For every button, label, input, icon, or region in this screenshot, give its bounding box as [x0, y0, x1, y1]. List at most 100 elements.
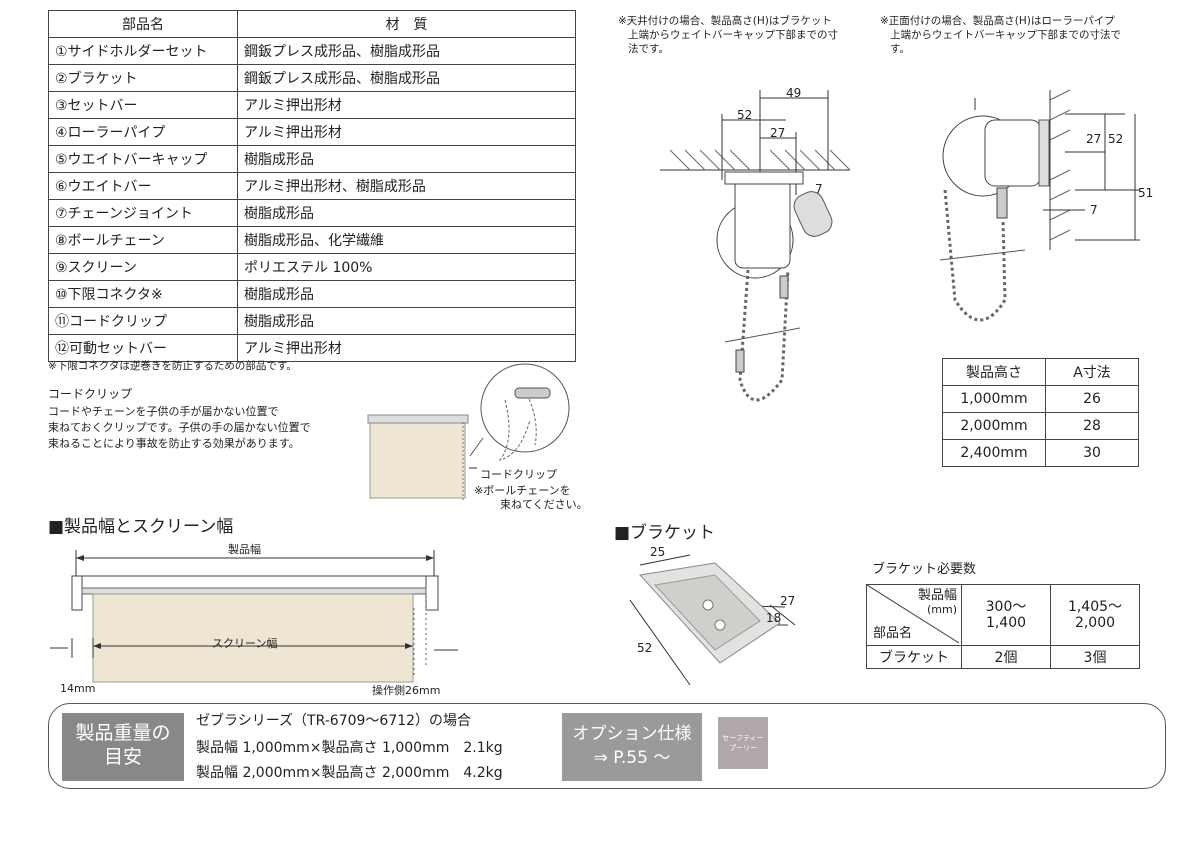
table-cell: 樹脂成形品: [237, 199, 576, 227]
col-header-1: 300～ 1,400: [961, 584, 1051, 646]
desc-line: コードやチェーンを子供の手が届かない位置で: [48, 405, 279, 418]
safety-pulley-badge: セーフティー プーリー: [718, 717, 768, 769]
note-line: 束ねてください。: [500, 498, 588, 511]
table-cell: 樹脂成形品、化学繊維: [237, 226, 576, 254]
diagonal-line: [867, 585, 959, 643]
col-line: 300～: [985, 599, 1027, 615]
width-diagram: [50, 550, 458, 683]
table-cell: 26: [1045, 385, 1139, 413]
table-cell: 1,000mm: [942, 385, 1046, 413]
cord-clip-title: コードクリップ: [48, 387, 133, 401]
dim-52: 52: [737, 108, 753, 122]
dim-27-front: 27: [1086, 132, 1102, 146]
table-row: ⑫可動セットバーアルミ押出形材: [48, 334, 576, 362]
table-cell: アルミ押出形材、樹脂成形品: [237, 172, 576, 200]
row-label: ブラケット: [866, 645, 962, 669]
cord-clip-description: コードやチェーンを子供の手が届かない位置で 束ねておくクリップです。子供の手の届…: [48, 404, 348, 452]
bracket-illustration: [629, 554, 796, 686]
table-header-row: 部品名 材 質: [48, 10, 576, 38]
value-cell: 3個: [1050, 645, 1140, 669]
table-cell: ④ローラーパイプ: [48, 118, 238, 146]
table-row: ④ローラーパイプアルミ押出形材: [48, 118, 576, 146]
option-title: オプション仕様: [572, 724, 692, 744]
table-cell: 2,400mm: [942, 439, 1046, 467]
note-line: 上端からウェイトバーキャップ下部までの寸: [628, 29, 838, 41]
front-mount-note: ※正面付けの場合、製品高さ(H)はローラーパイプ 上端からウェイトバーキャップ下…: [880, 14, 1121, 56]
table-row: ⑩下限コネクタ※樹脂成形品: [48, 280, 576, 308]
right-gap-label: 操作側26mm: [372, 684, 441, 697]
table-cell: 鋼鈑プレス成形品、樹脂成形品: [237, 37, 576, 65]
dim-49: 49: [786, 86, 802, 100]
table-cell: ⑦チェーンジョイント: [48, 199, 238, 227]
table-row: ⑦チェーンジョイント樹脂成形品: [48, 199, 576, 227]
table-cell: 28: [1045, 412, 1139, 440]
note-line: ※天井付けの場合、製品高さ(H)はブラケット: [618, 15, 832, 27]
value-cell: 2個: [961, 645, 1051, 669]
col-line: 2,000: [1074, 615, 1116, 631]
table-header-row: 製品高さ A寸法: [942, 358, 1139, 386]
table-header: 部品名: [48, 10, 238, 38]
dim-27-bracket: 27: [780, 594, 796, 608]
table-row: ⑨スクリーンポリエステル 100%: [48, 253, 576, 281]
ceiling-mount-note: ※天井付けの場合、製品高さ(H)はブラケット 上端からウェイトバーキャップ下部ま…: [618, 14, 838, 56]
desc-line: 束ねることにより事故を防止する効果があります。: [48, 437, 300, 450]
table-row: ⑪コードクリップ樹脂成形品: [48, 307, 576, 335]
product-width-label: 製品幅: [228, 543, 261, 556]
table-cell: 樹脂成形品: [237, 307, 576, 335]
table-cell: アルミ押出形材: [237, 118, 576, 146]
table-row: ⑥ウエイトバーアルミ押出形材、樹脂成形品: [48, 172, 576, 200]
dim-25: 25: [650, 545, 666, 559]
option-page-ref: ⇒ P.55 ～: [593, 748, 671, 768]
table-cell: アルミ押出形材: [237, 91, 576, 119]
table-cell: 30: [1045, 439, 1139, 467]
note-line: 上端からウェイトバーキャップ下部までの寸法で: [890, 29, 1121, 41]
note-line: 法です。: [628, 43, 669, 55]
dim-18: 18: [766, 611, 782, 625]
corner-unit: (mm): [926, 603, 957, 616]
dim-52-front: 52: [1108, 132, 1124, 146]
table-row: ⑧ボールチェーン樹脂成形品、化学繊維: [48, 226, 576, 254]
table-cell: ⑪コードクリップ: [48, 307, 238, 335]
table-row: ③セットバーアルミ押出形材: [48, 91, 576, 119]
dim-52-bracket: 52: [637, 641, 653, 655]
desc-line: 束ねておくクリップです。子供の手の届かない位置で: [48, 421, 311, 434]
badge-line: セーフティー: [722, 734, 764, 742]
note-line: す。: [890, 43, 910, 55]
table-cell: ⑥ウエイトバー: [48, 172, 238, 200]
badge-line: 製品重量の: [75, 722, 171, 744]
bracket-table-title: ブラケット必要数: [872, 562, 977, 577]
cord-clip-illustration: [367, 363, 570, 500]
table-cell: 樹脂成形品: [237, 145, 576, 173]
table-cell: ⑫可動セットバー: [48, 334, 238, 362]
corner-cell: 製品幅 (mm) 部品名: [866, 584, 962, 646]
table-cell: ⑧ボールチェーン: [48, 226, 238, 254]
left-gap-label: 14mm: [60, 682, 96, 695]
table-cell: 鋼鈑プレス成形品、樹脂成形品: [237, 64, 576, 92]
badge-line: 目安: [103, 746, 142, 768]
badge-line: プーリー: [729, 744, 757, 752]
front-mount-diagram: [939, 89, 1140, 322]
note-line: ※正面付けの場合、製品高さ(H)はローラーパイプ: [880, 15, 1115, 27]
corner-top: 製品幅 (mm): [918, 589, 957, 617]
table-cell: ①サイドホルダーセット: [48, 37, 238, 65]
parts-footnote: ※下限コネクタは逆巻きを防止するための部品です。: [48, 360, 297, 372]
table-cell: ⑨スクリーン: [48, 253, 238, 281]
ceiling-mount-diagram: [660, 90, 851, 402]
table-cell: ②ブラケット: [48, 64, 238, 92]
table-header: 製品高さ: [942, 358, 1046, 386]
dim-7-front: 7: [1090, 203, 1098, 217]
col-line: 1,405～: [1067, 599, 1123, 615]
weight-badge: 製品重量の 目安: [62, 713, 184, 781]
table-cell: 2,000mm: [942, 412, 1046, 440]
weight-line-1: 製品幅 1,000mm×製品高さ 1,000mm 2.1kg: [196, 740, 503, 756]
table-row: ②ブラケット鋼鈑プレス成形品、樹脂成形品: [48, 64, 576, 92]
col-header-2: 1,405～ 2,000: [1050, 584, 1140, 646]
corner-top-label: 製品幅: [917, 588, 957, 603]
weight-info-bar: [48, 703, 1166, 789]
table-cell: 樹脂成形品: [237, 280, 576, 308]
option-badge[interactable]: オプション仕様 ⇒ P.55 ～: [562, 713, 702, 781]
